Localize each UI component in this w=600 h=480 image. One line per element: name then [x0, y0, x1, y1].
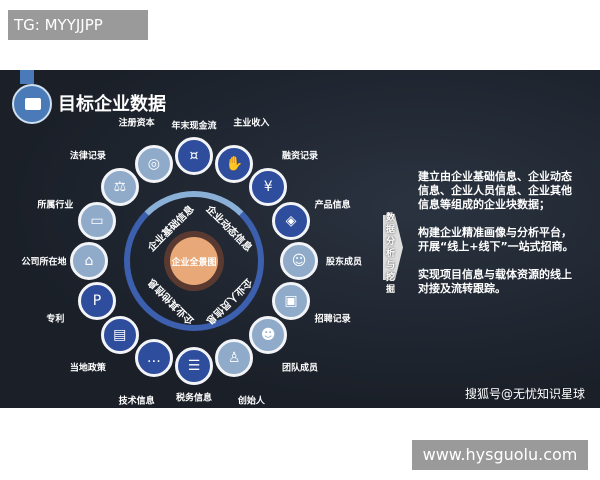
item-label: 法律记录: [69, 151, 106, 162]
center-label: 企业全景图: [170, 237, 218, 285]
slide-title: 目标企业数据: [58, 94, 166, 115]
overlay-label: TG: MYYJJPP: [8, 10, 148, 40]
bubble-money-bag-icon: ¥: [249, 167, 288, 206]
bubble-hand-coins-icon: ✋: [215, 144, 254, 183]
bubble-id-card-icon: ▣: [272, 282, 310, 321]
item-label: 招聘记录: [314, 314, 351, 325]
accent-bar: [20, 70, 34, 84]
site-label: www.hysguolu.com: [412, 440, 588, 470]
arrow-label: 数据分析与挖掘: [386, 213, 396, 295]
item-label: 公司所在地: [21, 257, 67, 268]
item-label: 注册资本: [118, 118, 155, 129]
item-label: 创始人: [237, 396, 265, 407]
bubble-patent-icon: P: [77, 282, 116, 321]
bubble-scales-icon: ⚖: [100, 167, 139, 206]
bubble-person-icon: ☺: [280, 242, 318, 280]
item-label: 主业收入: [233, 118, 270, 129]
item-label: 专利: [46, 314, 65, 325]
item-label: 产品信息: [314, 200, 351, 211]
item-label: 股东成员: [325, 257, 363, 268]
arrow-icon: [383, 215, 403, 280]
bubble-coins-icon: ◎: [134, 144, 173, 183]
slide-panel: 目标企业数据 企业全景图 企业基础信息 企业动态信息 企业人员信息 企业其他信息…: [0, 70, 600, 408]
bubble-home-icon: ⌂: [70, 242, 108, 280]
watermark: 搜狐号@无忧知识星球: [465, 387, 586, 401]
bubble-box-icon: ◈: [272, 201, 310, 240]
bubble-chat-icon: …: [134, 339, 173, 377]
description: 建立由企业基础信息、企业动态信息、企业人员信息、企业其他信息等组成的企业块数据；…: [418, 170, 578, 310]
item-label: 技术信息: [118, 396, 155, 407]
bubble-cash-icon: ¤: [175, 137, 213, 175]
item-label: 税务信息: [175, 393, 213, 404]
bubble-group-icon: ☻: [249, 316, 288, 355]
item-label: 团队成员: [282, 363, 319, 374]
briefcase-logo-icon: [12, 84, 52, 124]
description-paragraph: 构建企业精准画像与分析平台，开展“线上+线下”一站式招商。: [418, 226, 574, 253]
bubble-document-icon: ▤: [100, 316, 139, 355]
category-ring: [124, 191, 264, 331]
description-paragraph: 建立由企业基础信息、企业动态信息、企业人员信息、企业其他信息等组成的企业块数据；: [418, 170, 572, 211]
item-label: 年末现金流: [171, 121, 217, 132]
item-label: 当地政策: [69, 363, 106, 374]
item-label: 所属行业: [37, 200, 74, 211]
item-label: 融资记录: [282, 151, 319, 162]
bubble-user-icon: ♙: [215, 339, 254, 377]
description-paragraph: 实现项目信息与载体资源的线上对接及流转跟踪。: [418, 268, 572, 295]
bubble-list-icon: ☰: [175, 347, 213, 385]
bubble-briefcase-icon: ▭: [77, 201, 116, 240]
